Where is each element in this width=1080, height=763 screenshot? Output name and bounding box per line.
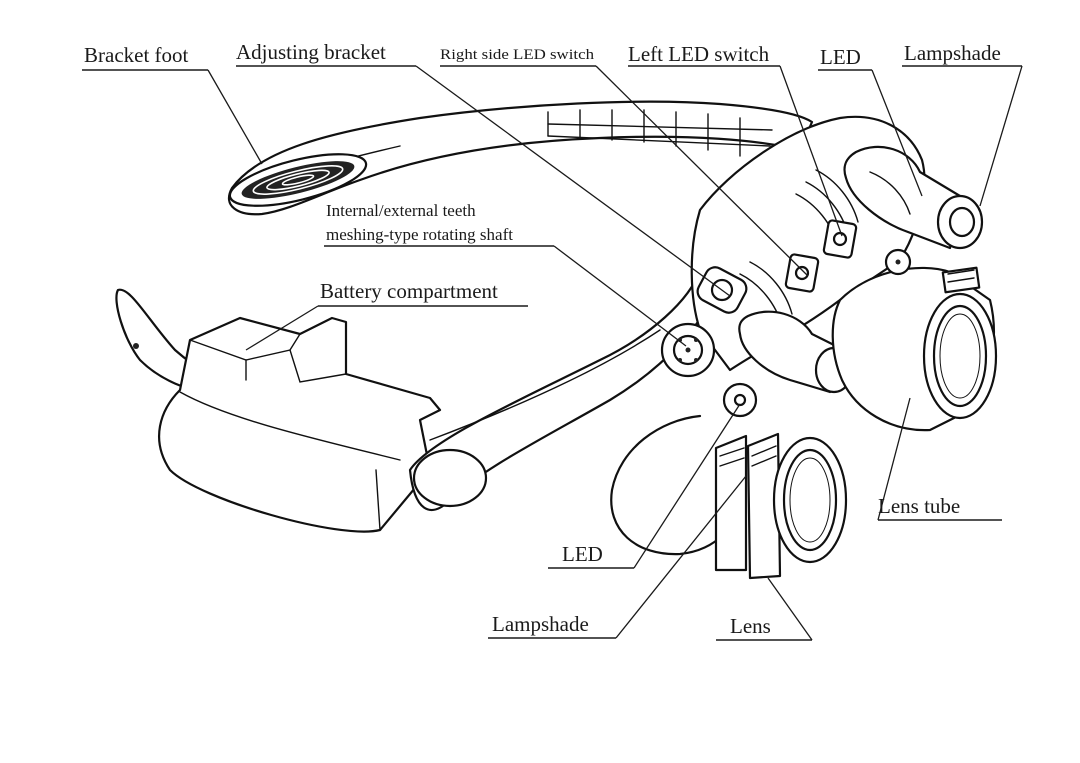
label-right-side-led-switch: Right side LED switch [440,47,595,63]
label-lens: Lens [730,614,771,638]
lower-lampshade [610,382,758,556]
bracket-foot-pad [228,153,368,207]
rotating-shaft [660,322,716,378]
diagram-labels: Bracket foot Adjusting bracket Right sid… [84,40,1001,638]
left-lens-assembly [714,432,848,580]
label-battery-compartment: Battery compartment [320,279,498,303]
leader-lines [82,65,1023,641]
right-lens-tube [831,248,998,432]
label-led-top: LED [820,45,861,69]
device-illustration [115,100,998,580]
upper-lamp [843,145,984,250]
label-left-led-switch: Left LED switch [628,42,770,66]
label-shaft-line1: Internal/external teeth [326,201,476,220]
led-switches [784,219,858,293]
label-lens-tube: Lens tube [878,494,960,518]
arm-knob [412,448,488,508]
label-shaft-line2: meshing-type rotating shaft [326,225,513,244]
label-lampshade-top: Lampshade [904,41,1001,65]
label-lampshade-bottom: Lampshade [492,612,589,636]
battery-compartment-body [158,316,442,533]
temple-hole [133,343,139,349]
label-adjusting-bracket: Adjusting bracket [236,40,386,64]
label-bracket-foot: Bracket foot [84,43,189,67]
bracket-ribs [547,109,773,157]
label-led-bottom: LED [562,542,603,566]
